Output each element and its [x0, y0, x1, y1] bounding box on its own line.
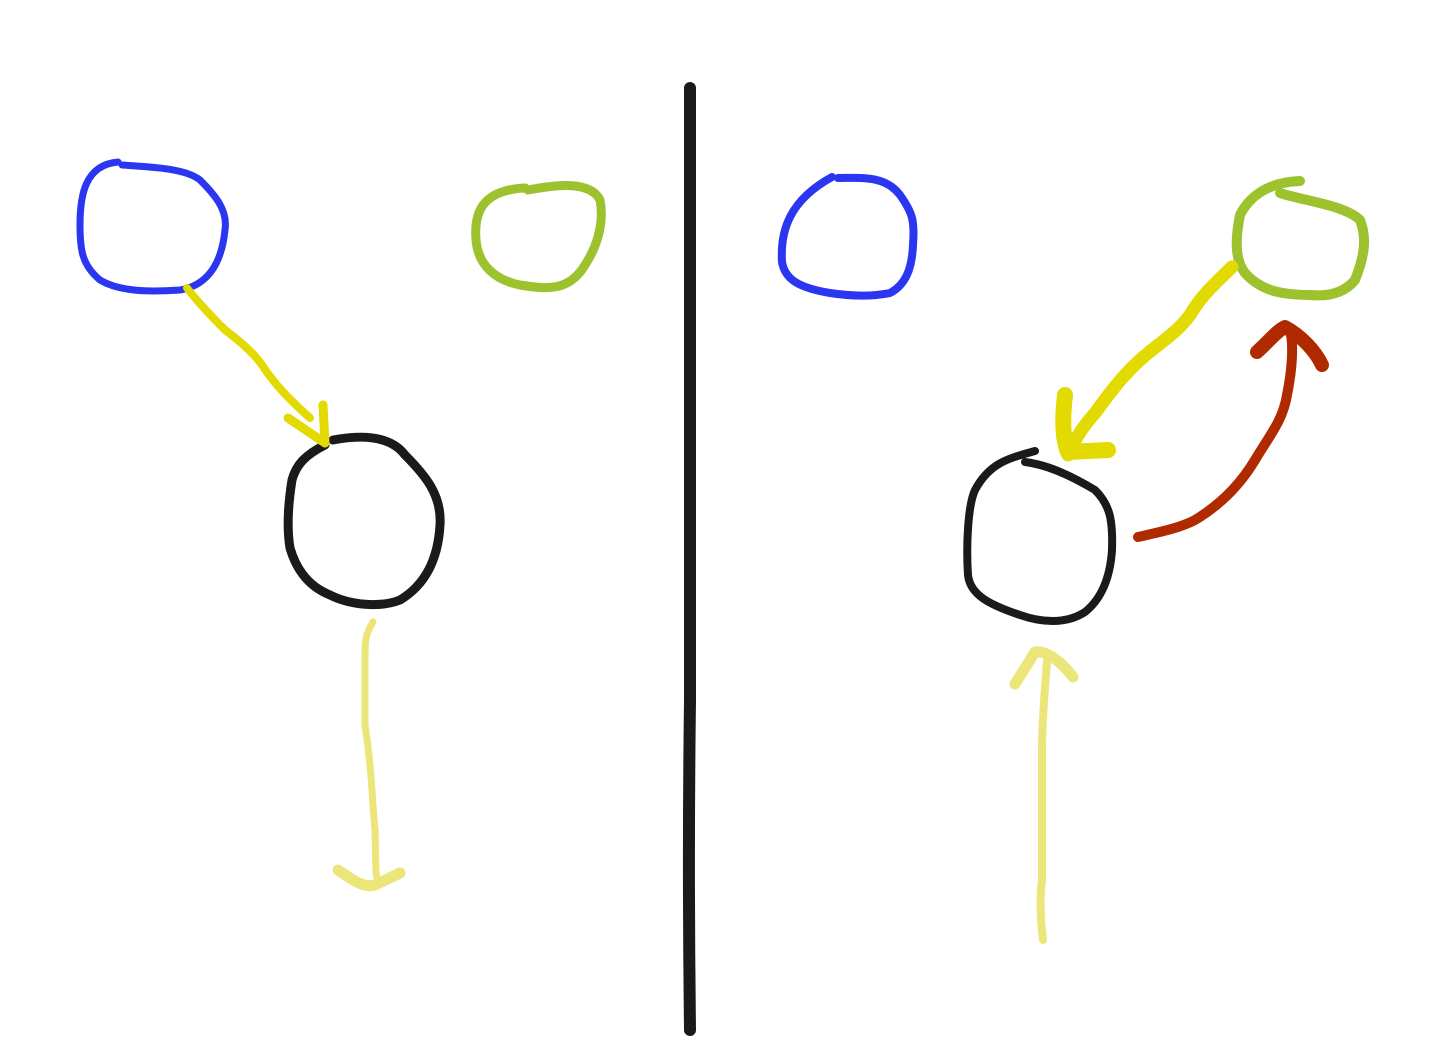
black-circle-right: [963, 447, 1117, 625]
green-circle-left: [471, 181, 606, 293]
arrowhead: [1055, 387, 1116, 460]
red-arrow: [1133, 320, 1329, 542]
left-panel: [76, 158, 606, 892]
arrowhead: [283, 400, 330, 448]
arrowhead: [332, 864, 406, 892]
black-circle-left: [283, 432, 445, 609]
right-panel: [777, 173, 1370, 944]
green-circle-right: [1231, 176, 1370, 301]
blue-circle-right: [777, 173, 918, 300]
divider-line: [682, 82, 697, 1036]
arrowhead: [1250, 320, 1329, 372]
light-yellow-arrow-down: [332, 618, 406, 892]
light-yellow-arrow-up: [1009, 646, 1079, 944]
arrowhead: [1009, 646, 1079, 690]
blue-circle-left: [76, 158, 229, 295]
yellow-arrow-right: [1055, 260, 1239, 462]
yellow-arrow-left: [183, 284, 330, 448]
